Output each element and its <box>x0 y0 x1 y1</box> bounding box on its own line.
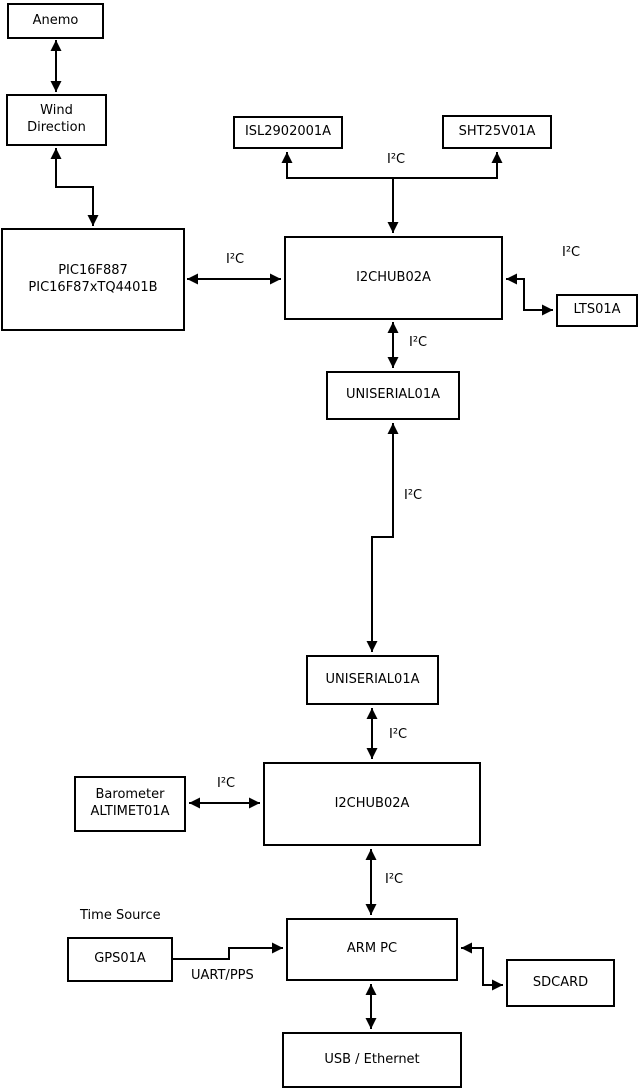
edge-label-i2c-uniserial-hub2: I²C <box>389 727 408 742</box>
edge-label-i2c-hub-lts: I²C <box>562 245 581 260</box>
node-anemo: Anemo <box>7 3 104 39</box>
node-uniserial01a-bottom: UNISERIAL01A <box>306 655 439 705</box>
node-gps01a: GPS01A <box>67 937 173 982</box>
edge-label-i2c-pic-hub: I²C <box>226 252 245 267</box>
node-arm-pc: ARM PC <box>286 918 458 981</box>
edge-armpc-sdcard <box>461 942 503 991</box>
node-sht25v01a: SHT25V01A <box>442 115 552 149</box>
edge-label-i2c-hub-sensors: I²C <box>387 152 406 167</box>
node-wind-direction: Wind Direction <box>6 94 107 146</box>
node-lts01a: LTS01A <box>556 294 638 327</box>
node-i2chub02a-top: I2CHUB02A <box>284 236 503 320</box>
edge-i2chub-lts <box>506 273 553 316</box>
edge-label-i2c-barometer-hub2: I²C <box>217 776 236 791</box>
annotation-time-source: Time Source <box>80 908 161 923</box>
edge-label-i2c-hub-uniserial: I²C <box>409 335 428 350</box>
edge-wind-pic <box>50 148 99 226</box>
node-isl2902001a: ISL2902001A <box>233 116 343 149</box>
node-uniserial01a-top: UNISERIAL01A <box>326 371 460 420</box>
annotation-uart-pps: UART/PPS <box>191 968 254 983</box>
node-i2chub02a-bottom: I2CHUB02A <box>263 762 481 846</box>
node-usb-ethernet: USB / Ethernet <box>282 1032 462 1088</box>
edge-uniserial-uniserial <box>366 423 399 652</box>
edge-label-i2c-uniserial-link: I²C <box>404 488 423 503</box>
node-sdcard: SDCARD <box>506 959 615 1007</box>
edge-label-i2c-hub2-armpc: I²C <box>385 872 404 887</box>
node-barometer: Barometer ALTIMET01A <box>74 776 186 832</box>
edge-gps-armpc <box>173 942 283 960</box>
node-pic16f887: PIC16F887 PIC16F87xTQ4401B <box>1 228 185 331</box>
